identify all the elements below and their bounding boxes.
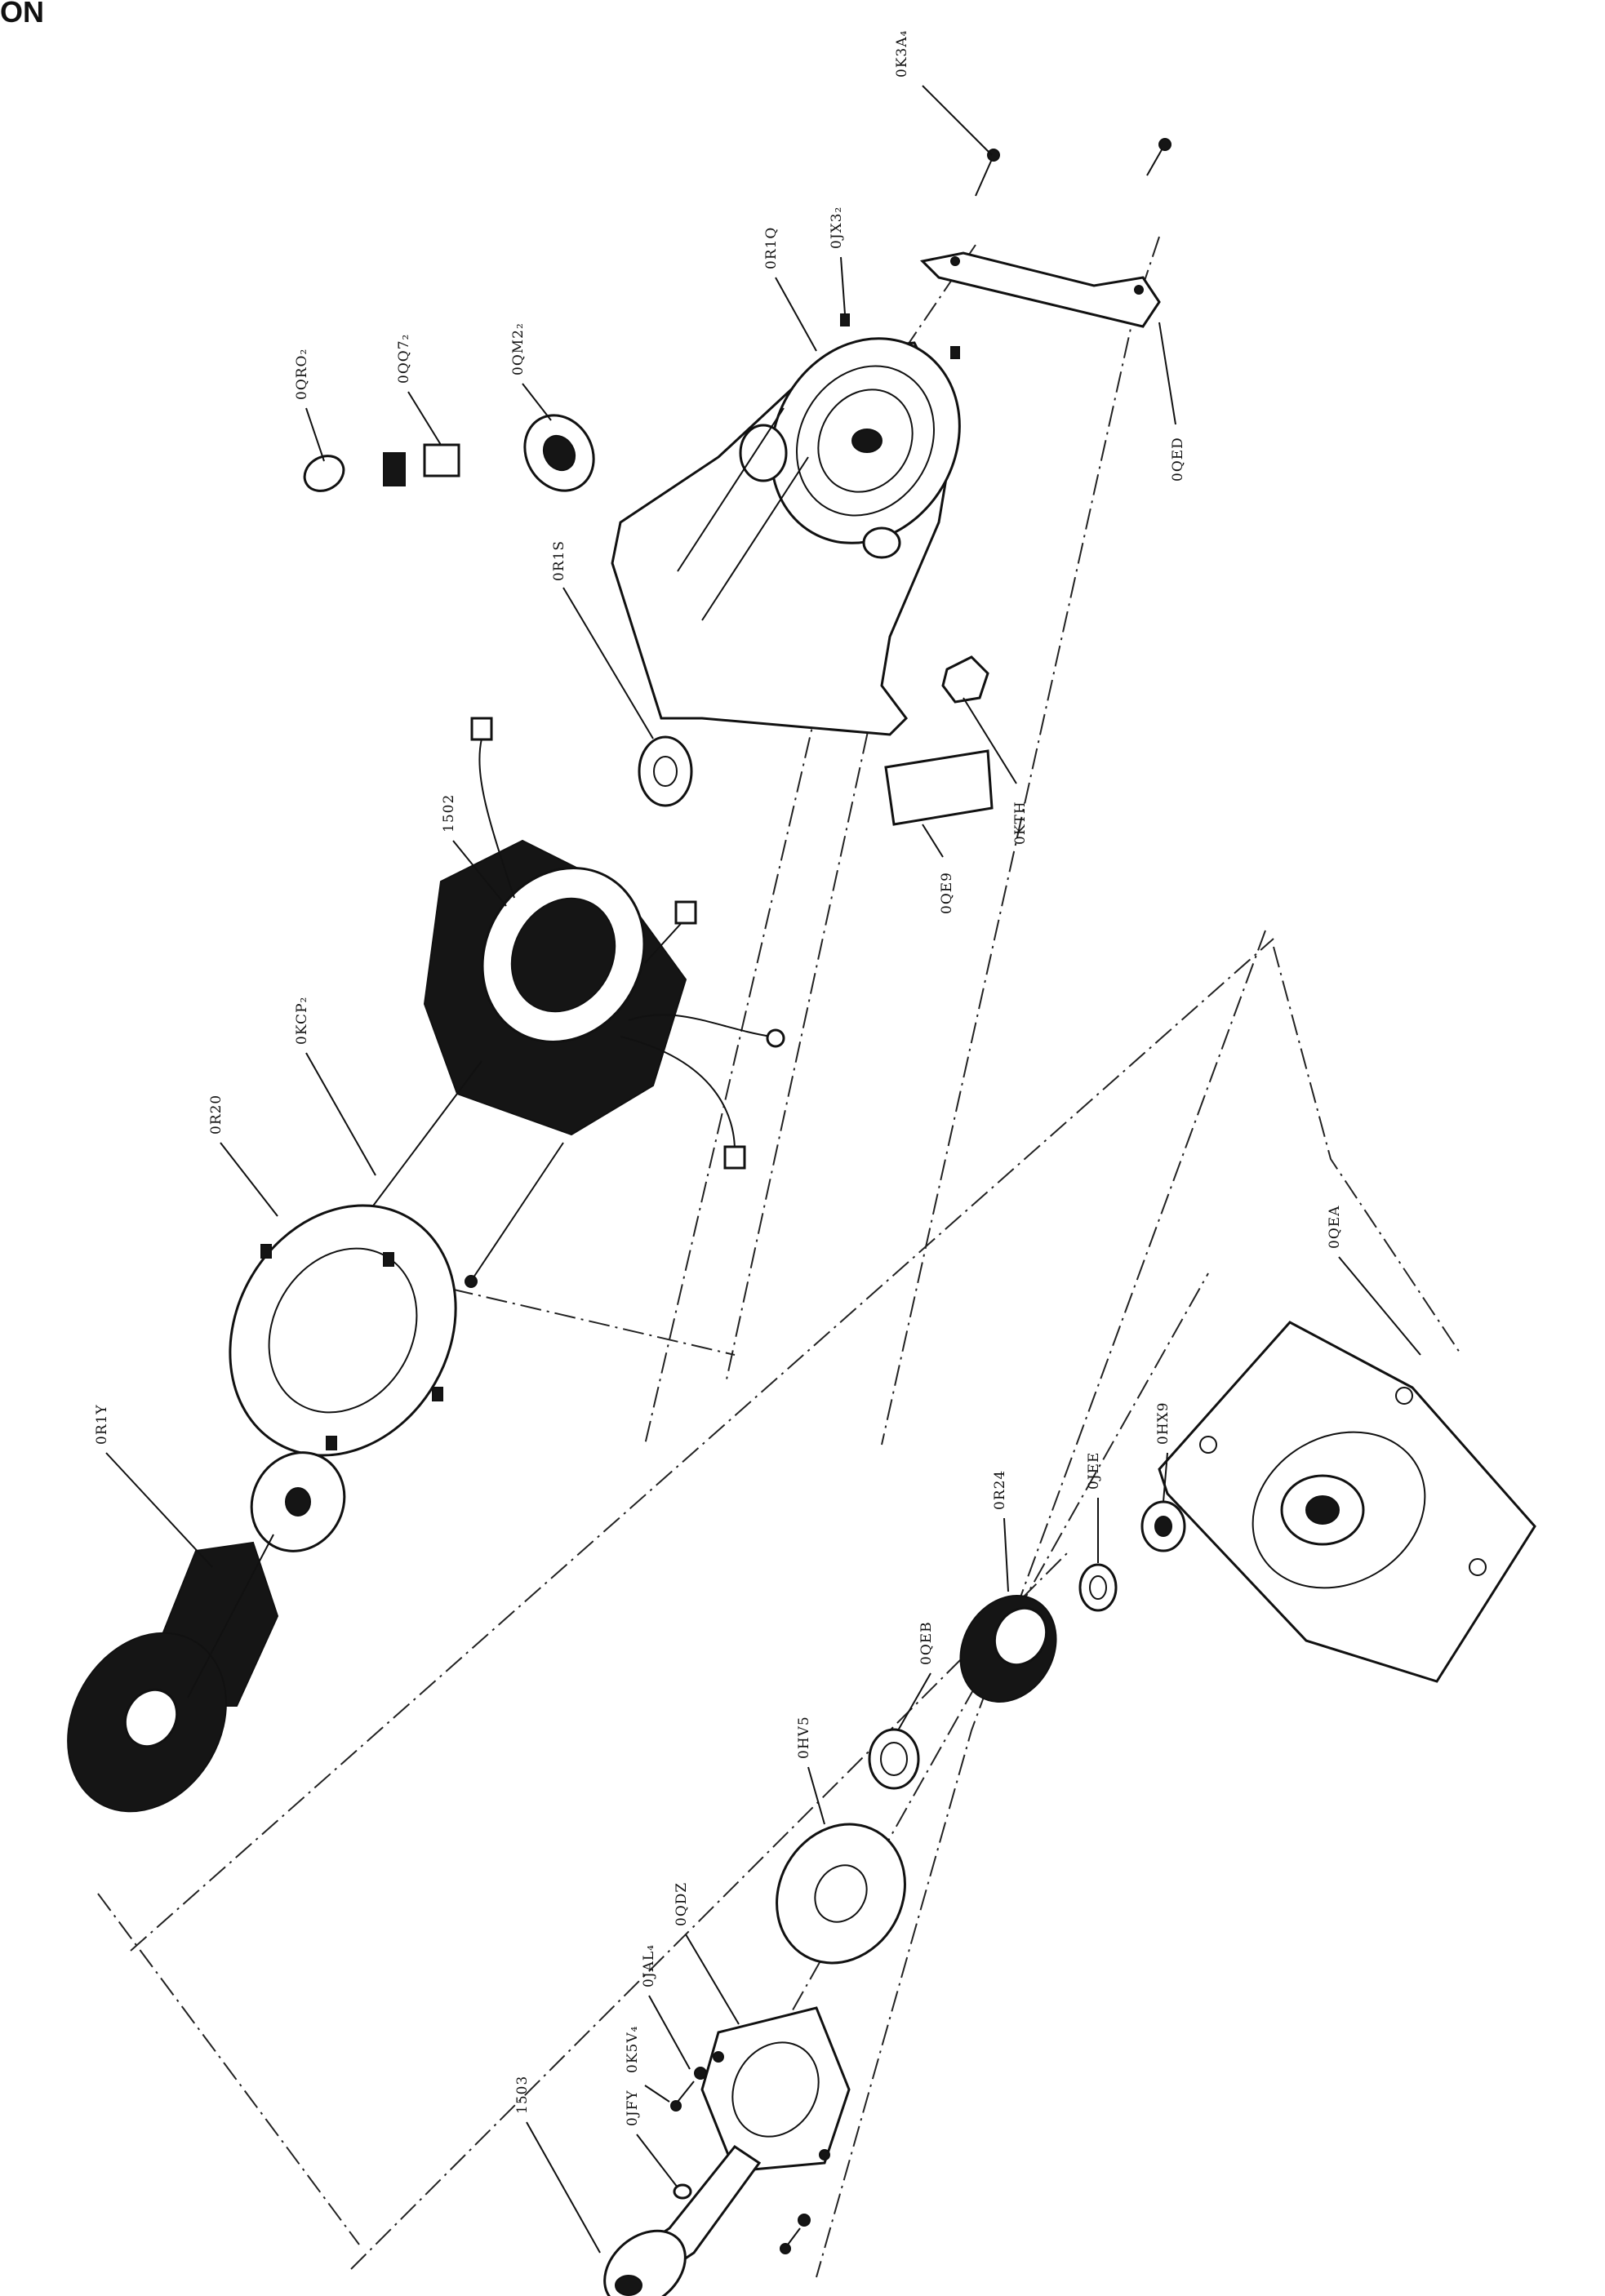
- label-0JAL4: 0JAL₄: [641, 1944, 657, 1987]
- armature: [67, 1451, 346, 1813]
- label-0HX9: 0HX9: [1155, 1401, 1172, 1445]
- motor-housing: [611, 337, 961, 736]
- label-0QDZ: 0QDZ: [674, 1882, 690, 1926]
- label-0QQ72: 0QQ7₂: [396, 334, 412, 384]
- label-0R1Q: 0R1Q: [763, 227, 780, 269]
- label-0R24: 0R24: [992, 1470, 1008, 1510]
- output-spindle: [603, 2144, 762, 2296]
- screws-top: [840, 138, 1172, 359]
- bearing-0R1S: [638, 735, 693, 807]
- label-0QM22: 0QM2₂: [510, 322, 527, 375]
- label-0JEE: 0JEE: [1086, 1452, 1102, 1490]
- label-0HV5: 0HV5: [796, 1716, 812, 1759]
- part-labels: 0K3A₄ 0JX3₂ 0R1Q 0QRO₂ 0QQ7₂ 0QM2₂ 0QED …: [94, 30, 1343, 2126]
- gear-housing: [1158, 1321, 1536, 1683]
- nut-and-plate: [884, 655, 994, 826]
- label-0JX32: 0JX3₂: [829, 207, 845, 249]
- bearing-plate: [700, 2006, 851, 2173]
- stator: [423, 717, 785, 1170]
- label-0K3A4: 0K3A₄: [894, 30, 910, 78]
- label-0QEA: 0QEA: [1327, 1206, 1343, 1249]
- label-1503: 1503: [514, 2076, 531, 2114]
- header-text: ON: [0, 0, 44, 29]
- label-0R1Y: 0R1Y: [94, 1404, 110, 1445]
- label-0JFY: 0JFY: [625, 2089, 641, 2126]
- label-0KTH: 0KTH: [1012, 801, 1029, 845]
- label-0QEB: 0QEB: [918, 1621, 935, 1665]
- label-0QRO2: 0QRO₂: [294, 349, 310, 400]
- label-0K5V4: 0K5V₄: [625, 2026, 641, 2073]
- bracket: [919, 251, 1161, 328]
- label-1502: 1502: [441, 794, 457, 833]
- brush-assembly: [303, 414, 595, 492]
- label-0R20: 0R20: [208, 1095, 225, 1135]
- brush-plate: [229, 1204, 457, 1457]
- label-0QED: 0QED: [1170, 437, 1186, 482]
- label-0R1S: 0R1S: [551, 540, 567, 581]
- small-screws: [670, 2067, 811, 2254]
- gear-train: [776, 1500, 1186, 1965]
- leader-lines: [105, 85, 1421, 2254]
- label-0KCP2: 0KCP₂: [294, 997, 310, 1045]
- label-0QE9: 0QE9: [939, 872, 955, 914]
